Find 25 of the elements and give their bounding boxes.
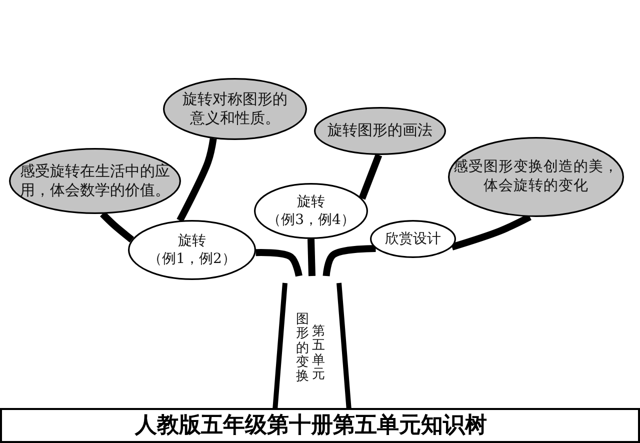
note-text: 旋转图形的画法 <box>328 121 432 141</box>
trunk-label: 第五单元 <box>312 325 325 382</box>
topic-ellipse <box>370 220 456 258</box>
topic-ellipse <box>128 220 256 280</box>
diagram-title: 人教版五年级第十册第五单元知识树 <box>135 412 487 440</box>
tree-branch <box>358 154 382 200</box>
topic-text: 欣赏设计 <box>385 230 441 248</box>
tree-branch <box>322 245 376 276</box>
tree-branch <box>256 249 302 277</box>
topic-text: 旋转 <box>297 192 325 211</box>
tree-branch <box>308 238 316 276</box>
note-ellipse <box>163 78 307 140</box>
note-text: 旋转对称图形的意义和性质。 <box>182 90 288 128</box>
note-ellipse <box>314 107 446 155</box>
tree-branch <box>100 211 134 242</box>
note-text: 感受图形变换创造的美，体会旋转的变化 <box>452 158 620 196</box>
tree-branch <box>176 138 217 222</box>
topic-text: （例3，例4） <box>267 211 355 230</box>
topic-ellipse <box>254 183 368 239</box>
note-ellipse <box>448 137 624 217</box>
trunk-label: 图形的变换 <box>296 313 309 384</box>
note-text: 感受旋转在生活中的应用，体会数学的价值。 <box>19 162 171 200</box>
topic-text: （例1，例2） <box>148 250 236 268</box>
topic-text: 旋转 <box>178 232 206 250</box>
note-ellipse <box>9 148 181 214</box>
